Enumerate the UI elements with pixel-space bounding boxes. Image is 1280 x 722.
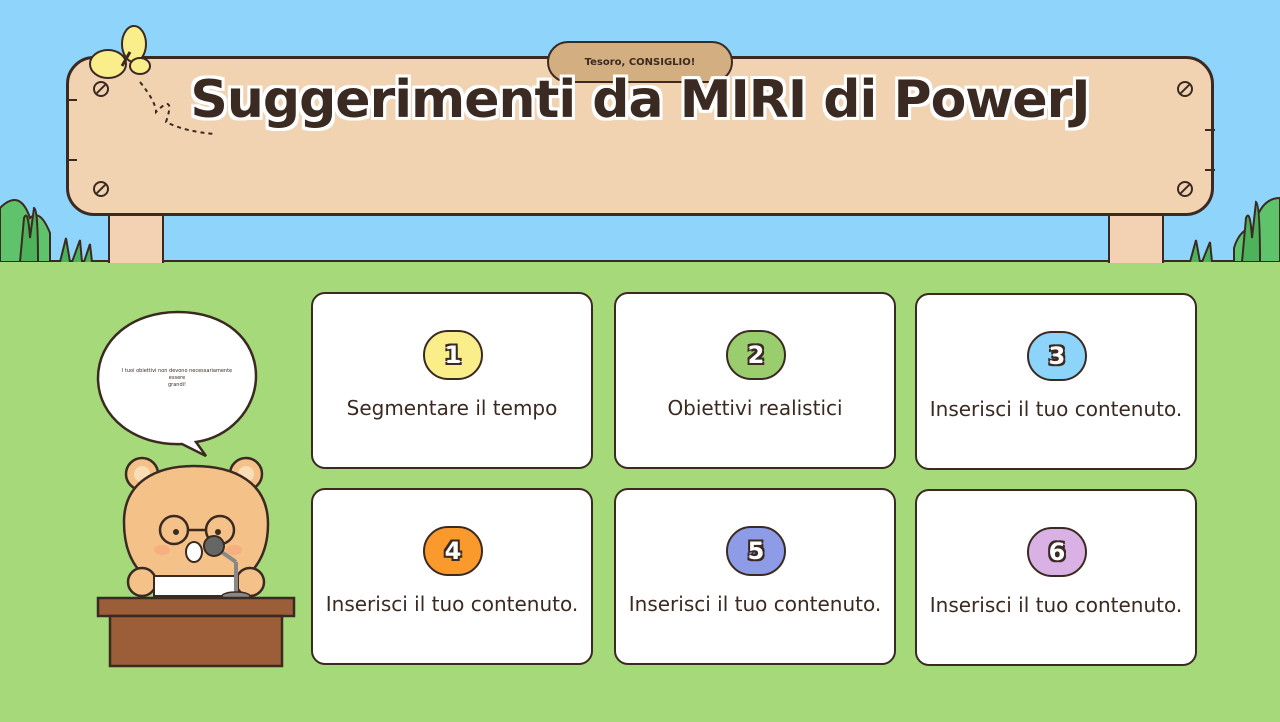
tip-tag: Tesoro, CONSIGLIO! <box>547 41 733 83</box>
tip-number-badge: 3 <box>1027 331 1087 381</box>
page-title: Suggerimenti da MIRI di PowerJ <box>190 70 1090 130</box>
bush-icon <box>1189 196 1280 262</box>
butterfly-icon <box>89 25 217 135</box>
tip-number-badge: 6 <box>1027 527 1087 577</box>
microphone-icon <box>203 535 251 601</box>
tip-card-label: Inserisci il tuo contenuto. <box>929 593 1183 617</box>
tip-number-badge: 4 <box>423 526 483 576</box>
tip-card-label: Inserisci il tuo contenuto. <box>325 592 579 616</box>
tip-number-badge: 5 <box>726 526 786 576</box>
screw-icon <box>93 81 109 97</box>
tip-number-badge: 1 <box>423 330 483 380</box>
screw-icon <box>1177 181 1193 197</box>
speech-bubble-text: I tuoi obiettivi non devono necessariame… <box>121 368 233 388</box>
tip-card-5: 5 Inserisci il tuo contenuto. <box>614 488 896 665</box>
tip-card-4: 4 Inserisci il tuo contenuto. <box>311 488 593 665</box>
bear-icon <box>96 456 296 668</box>
tip-card-3: 3 Inserisci il tuo contenuto. <box>915 293 1197 470</box>
tip-card-6: 6 Inserisci il tuo contenuto. <box>915 489 1197 666</box>
screw-icon <box>1177 81 1193 97</box>
tip-tag-label: Tesoro, CONSIGLIO! <box>584 56 696 68</box>
tip-number-badge: 2 <box>726 330 786 380</box>
tip-card-label: Inserisci il tuo contenuto. <box>929 397 1183 421</box>
tip-card-label: Inserisci il tuo contenuto. <box>628 592 882 616</box>
screw-icon <box>93 181 109 197</box>
tip-card-1: 1 Segmentare il tempo <box>311 292 593 469</box>
speech-bubble-icon <box>96 310 258 458</box>
bush-icon <box>0 199 93 262</box>
tip-card-label: Obiettivi realistici <box>667 396 843 420</box>
tip-card-label: Segmentare il tempo <box>346 396 558 420</box>
tip-card-2: 2 Obiettivi realistici <box>614 292 896 469</box>
